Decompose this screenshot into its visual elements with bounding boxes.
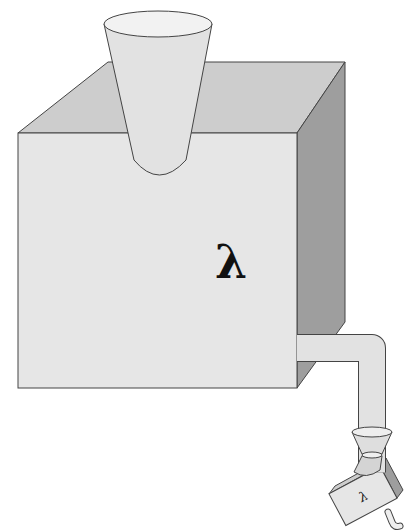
pipe-body — [297, 348, 372, 472]
input-funnel — [104, 24, 212, 175]
pipe-outline — [297, 348, 372, 472]
lambda-symbol: λ — [356, 488, 369, 503]
outlet-pipe — [388, 512, 400, 527]
outlet-pipe-inner — [388, 512, 400, 527]
pipe-cone-lower — [354, 456, 382, 476]
funnel-rim — [104, 11, 212, 37]
machine-box: λ — [18, 133, 297, 388]
lambda-symbol: λ — [215, 239, 247, 285]
pipe-cone-upper-rim — [352, 427, 392, 437]
pipe-cone-joint — [362, 452, 382, 458]
pipe-connector — [297, 348, 372, 472]
